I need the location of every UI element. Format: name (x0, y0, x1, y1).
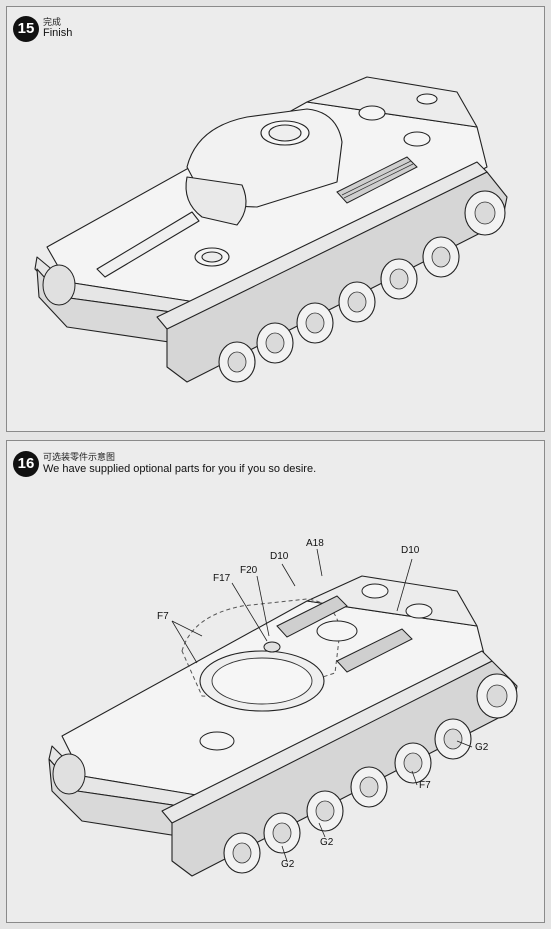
callout-d10-left: D10 (270, 551, 289, 562)
callout-g2-right: G2 (475, 742, 489, 753)
callout-f7-top: F7 (157, 611, 169, 622)
tank-optional-parts-illustration (48, 548, 518, 877)
step-number-badge: 15 (13, 16, 39, 42)
step-title-chinese: 可选装零件示意图 (43, 453, 116, 463)
tank-finish-illustration (34, 76, 508, 383)
callout-g2-middle: G2 (320, 837, 334, 848)
callout-a18: A18 (306, 538, 324, 549)
step-number-badge: 16 (13, 451, 39, 477)
step-title-english: We have supplied optional parts for you … (43, 463, 317, 475)
step-title-chinese: 完成 (43, 18, 62, 28)
callout-f17: F17 (213, 573, 231, 584)
callout-g2-bottom: G2 (281, 859, 295, 870)
step-15-panel: 15 完成 Finish (6, 6, 545, 432)
callout-f20: F20 (240, 565, 258, 576)
gun-barrel (96, 211, 200, 278)
callout-f7-bottom: F7 (419, 780, 431, 791)
callout-d10-right: D10 (401, 545, 420, 556)
step-title-english: Finish (43, 27, 73, 39)
step-16-panel: 16 可选装零件示意图 We have supplied optional pa… (6, 440, 545, 923)
